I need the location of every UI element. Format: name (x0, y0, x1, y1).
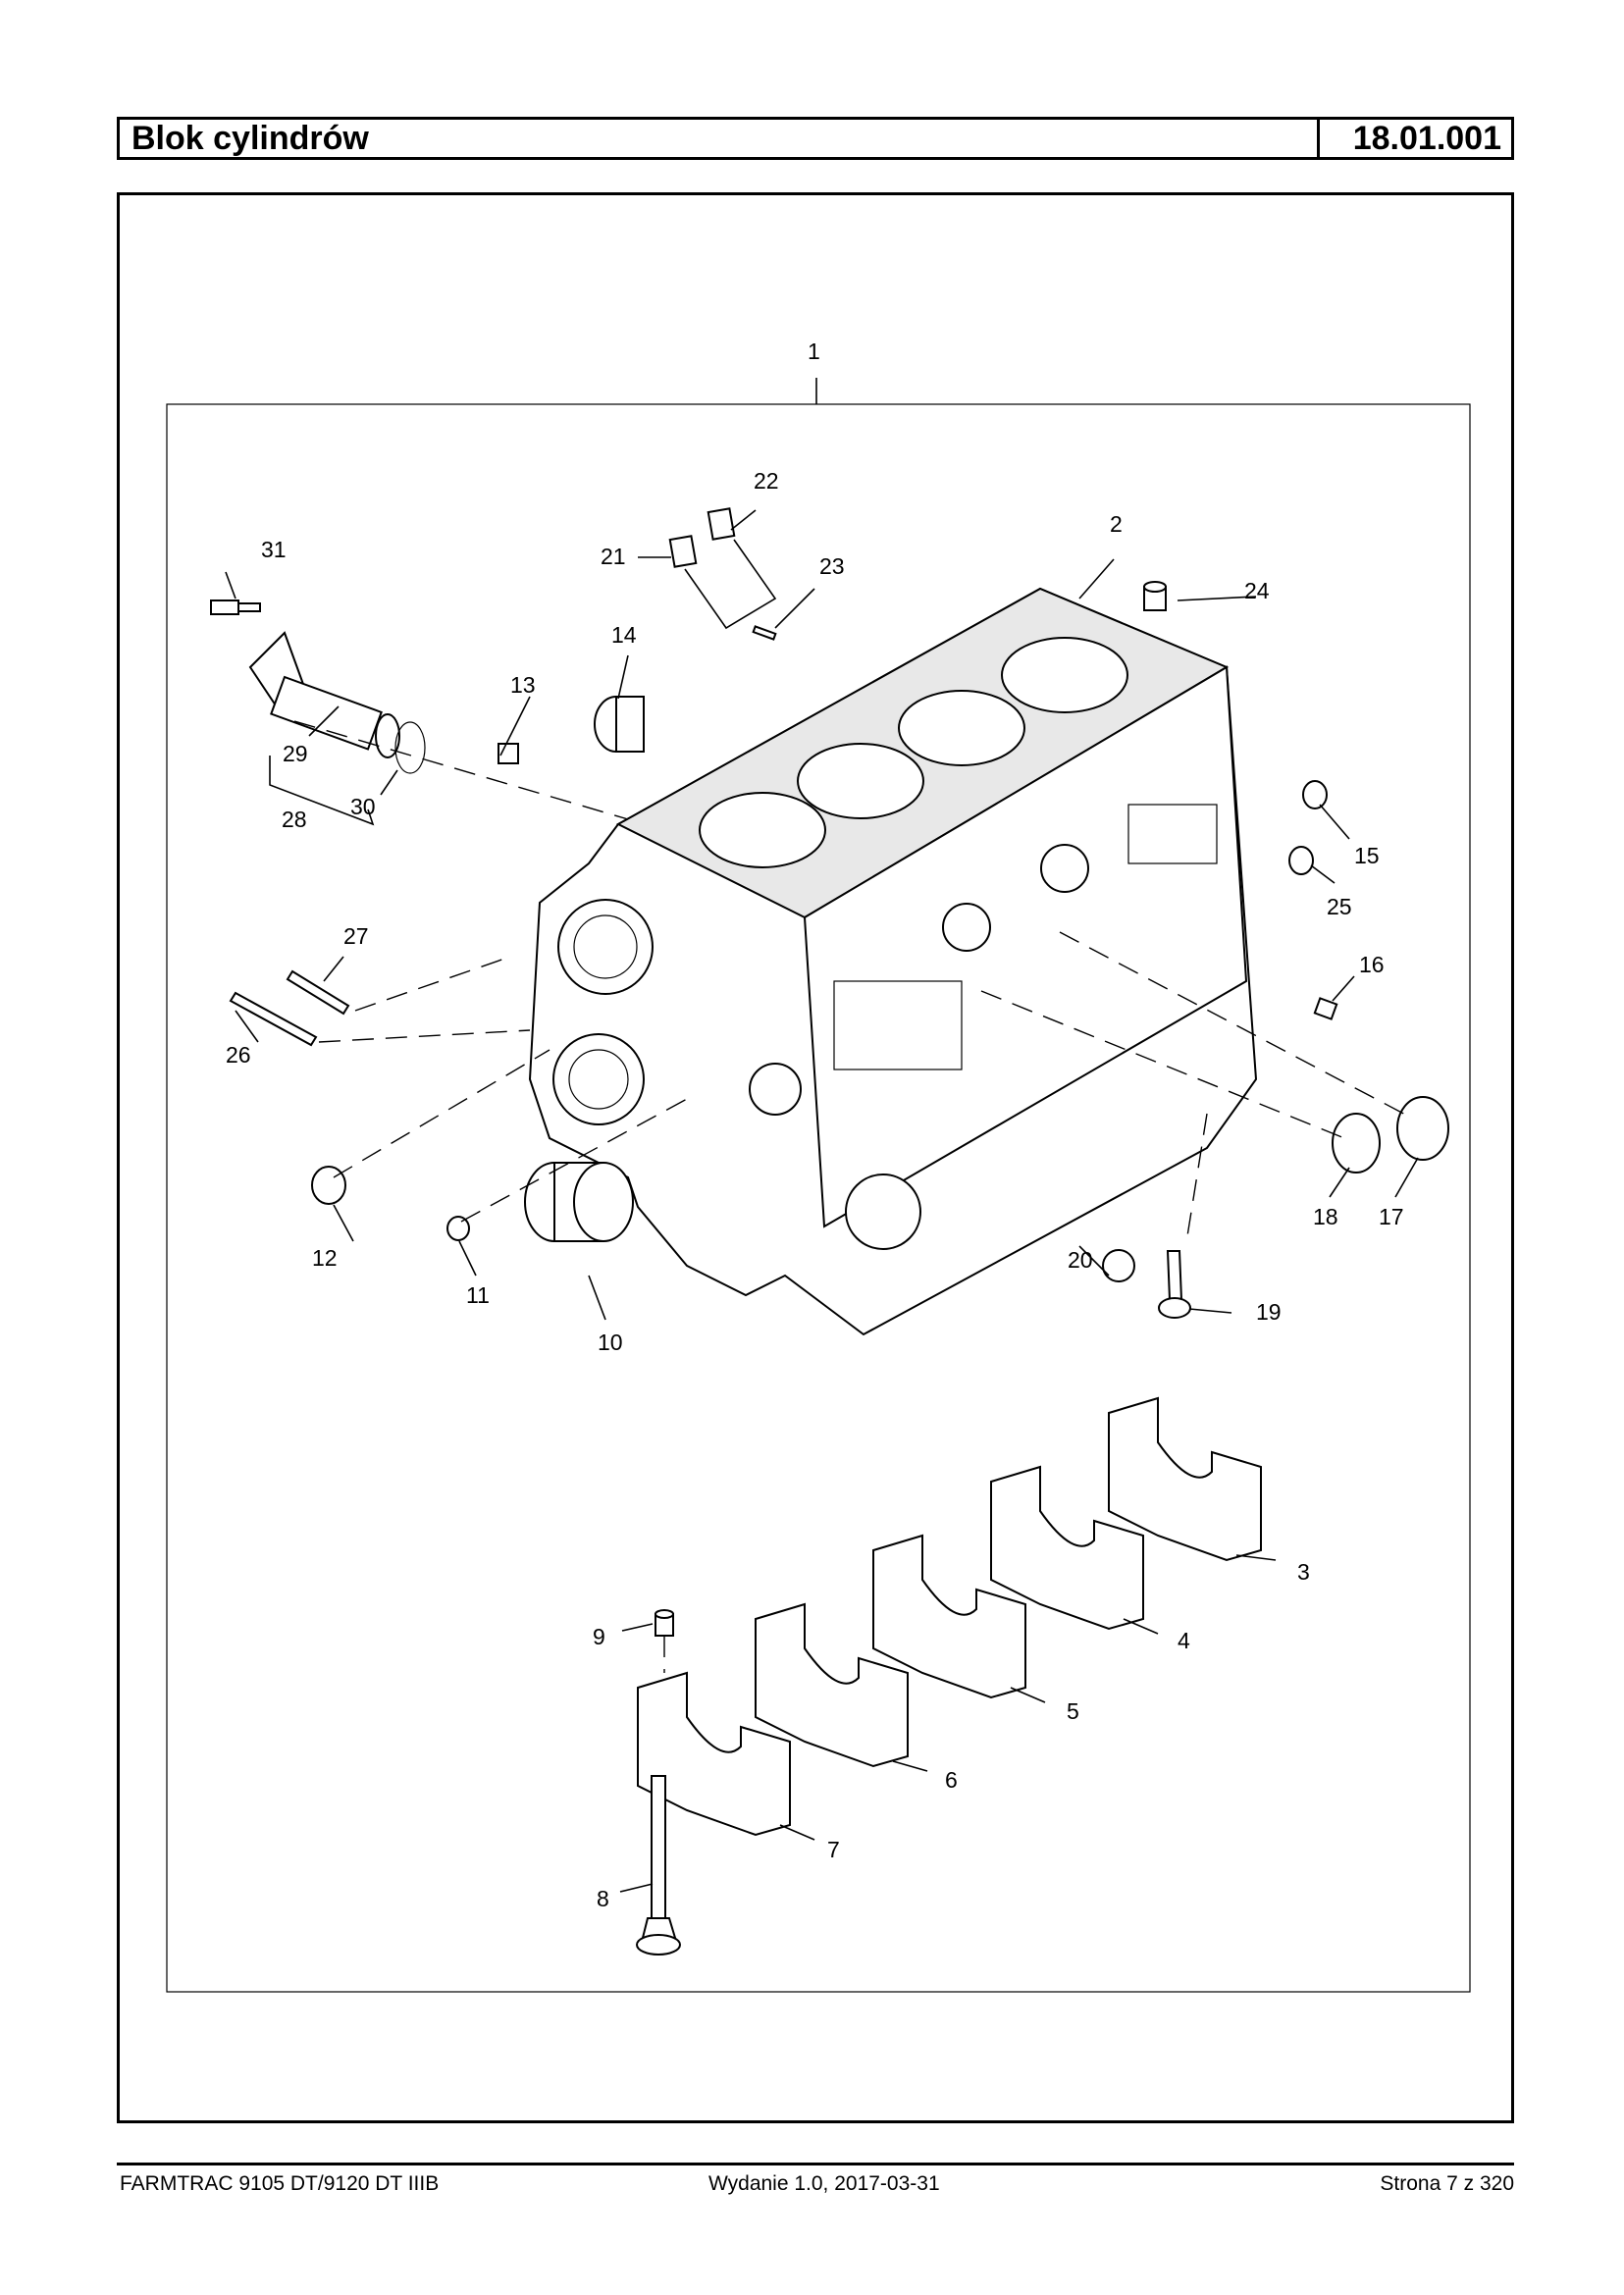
callout-5: 5 (1067, 1698, 1079, 1724)
plug-12 (311, 1166, 346, 1205)
callout-15: 15 (1354, 843, 1380, 868)
stud-27 (286, 969, 350, 1016)
section-code: 18.01.001 (1352, 120, 1501, 157)
callout-2: 2 (1110, 511, 1123, 537)
footer-divider (117, 2163, 1514, 2165)
plug-14 (594, 696, 645, 753)
callout-27: 27 (343, 923, 369, 949)
dowel-24 (1143, 581, 1167, 611)
callout-13: 13 (510, 672, 536, 698)
callout-28: 28 (282, 807, 307, 832)
assembly-box (166, 403, 1471, 1993)
callout-24: 24 (1244, 578, 1270, 603)
callout-23: 23 (819, 553, 845, 579)
pin-23 (752, 625, 777, 641)
page-title: Blok cylindrów (120, 120, 1320, 157)
callout-19: 19 (1256, 1299, 1282, 1325)
footer-edition: Wydanie 1.0, 2017-03-31 (708, 2172, 940, 2195)
callout-31: 31 (261, 537, 287, 562)
plug-15 (1302, 780, 1328, 809)
bushing-10 (524, 1162, 634, 1242)
callout-17: 17 (1379, 1204, 1404, 1229)
callout-7: 7 (827, 1837, 840, 1862)
stud-26 (229, 991, 318, 1047)
leader-lines (225, 509, 1419, 1893)
callout-11: 11 (466, 1282, 490, 1308)
callout-10: 10 (598, 1330, 623, 1355)
footer-model: FARMTRAC 9105 DT/9120 DT IIIB (120, 2172, 440, 2195)
callout-21: 21 (601, 544, 626, 569)
plug-21 (668, 535, 698, 568)
seal-17 (1396, 1096, 1449, 1161)
plug-16 (1313, 997, 1338, 1020)
oil-pipe (248, 631, 400, 758)
callout-30: 30 (350, 794, 376, 819)
plug-20 (1102, 1249, 1135, 1282)
callout-4: 4 (1178, 1628, 1190, 1653)
cap-bolt (636, 1775, 681, 1956)
page-header: Blok cylindrów 18.01.001 (117, 117, 1514, 160)
callout-6: 6 (945, 1767, 958, 1793)
callout-8: 8 (597, 1886, 609, 1911)
o-ring (394, 721, 426, 774)
engine-block (528, 587, 1258, 1336)
callout-26: 26 (226, 1042, 251, 1068)
bearing-caps (637, 1396, 1262, 1837)
callout-20: 20 (1068, 1247, 1093, 1273)
callout-22: 22 (754, 468, 779, 494)
seal-18 (1332, 1113, 1381, 1174)
callout-29: 29 (283, 741, 308, 766)
dowel-pin (655, 1609, 674, 1637)
callout-3: 3 (1297, 1559, 1310, 1585)
callout-25: 25 (1327, 894, 1352, 919)
plug-25 (1288, 846, 1314, 875)
callout-18: 18 (1313, 1204, 1338, 1229)
plug-22 (707, 507, 736, 541)
callout-1: 1 (808, 339, 820, 364)
callout-14: 14 (611, 622, 637, 648)
diagram-frame (117, 192, 1514, 2123)
plug-11 (446, 1216, 470, 1241)
callout-9: 9 (593, 1624, 605, 1649)
sensor-19 (1158, 1250, 1191, 1319)
footer-page-number: Strona 7 z 320 (1380, 2172, 1514, 2195)
bolt-31 (210, 600, 261, 615)
callout-16: 16 (1359, 952, 1385, 977)
callout-12: 12 (312, 1245, 338, 1271)
callout-labels: 1 2 3 4 5 6 7 8 9 10 11 12 13 14 15 16 1… (226, 339, 1404, 1911)
